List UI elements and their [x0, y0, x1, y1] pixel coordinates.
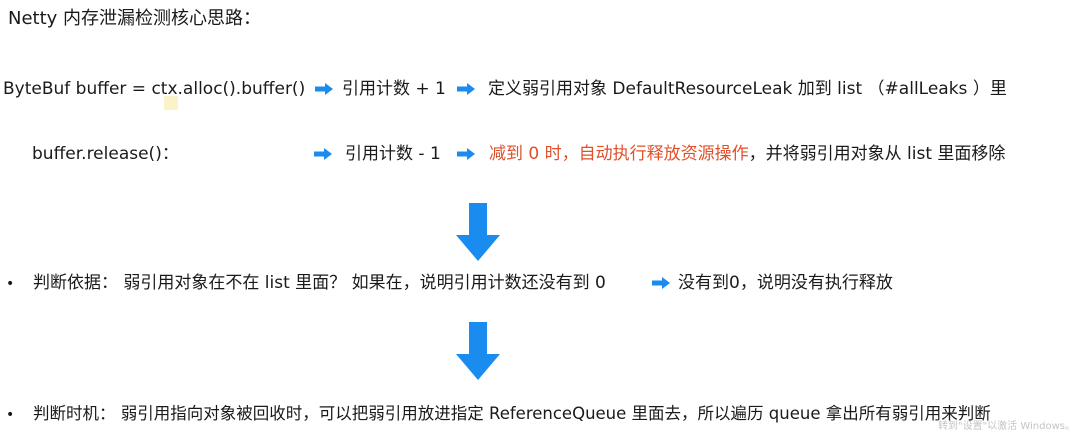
row1-step2: 定义弱引用对象 DefaultResourceLeak 加到 list （#al…: [488, 79, 1007, 99]
arrow-right-icon: [314, 148, 332, 160]
judgment-timing: 判断时机： 弱引用指向对象被回收时，可以把弱引用放进指定 ReferenceQu…: [33, 404, 991, 423]
arrow-down-icon: [456, 203, 500, 261]
row1-step1: 引用计数 + 1: [342, 79, 446, 99]
bullet-marker: •: [6, 407, 15, 423]
arrow-right-icon: [457, 83, 475, 95]
arrow-right-icon: [652, 277, 670, 289]
arrow-right-icon: [315, 83, 333, 95]
release-rest: ，并将弱引用对象从 list 里面移除: [748, 144, 1006, 164]
release-code: buffer.release()：: [32, 144, 179, 164]
bullet-marker: •: [6, 276, 15, 292]
arrow-down-icon: [456, 322, 500, 380]
arrow-right-icon: [457, 148, 475, 160]
alloc-code: ByteBuf buffer = ctx.alloc().buffer(): [3, 79, 306, 99]
judgment-result: 没有到0，说明没有执行释放: [678, 273, 893, 293]
page-title: Netty 内存泄漏检测核心思路：: [8, 8, 262, 29]
judgment-basis: 判断依据： 弱引用对象在不在 list 里面？ 如果在，说明引用计数还没有到 0: [33, 273, 606, 293]
activation-watermark: 转到"设置"以激活 Windows。: [937, 421, 1075, 432]
row2-step1: 引用计数 - 1: [345, 144, 441, 164]
release-highlight: 减到 0 时，自动执行释放资源操作: [489, 144, 749, 164]
cursor-highlight: [164, 96, 178, 110]
row2-step2: 减到 0 时，自动执行释放资源操作，并将弱引用对象从 list 里面移除: [489, 143, 1005, 165]
